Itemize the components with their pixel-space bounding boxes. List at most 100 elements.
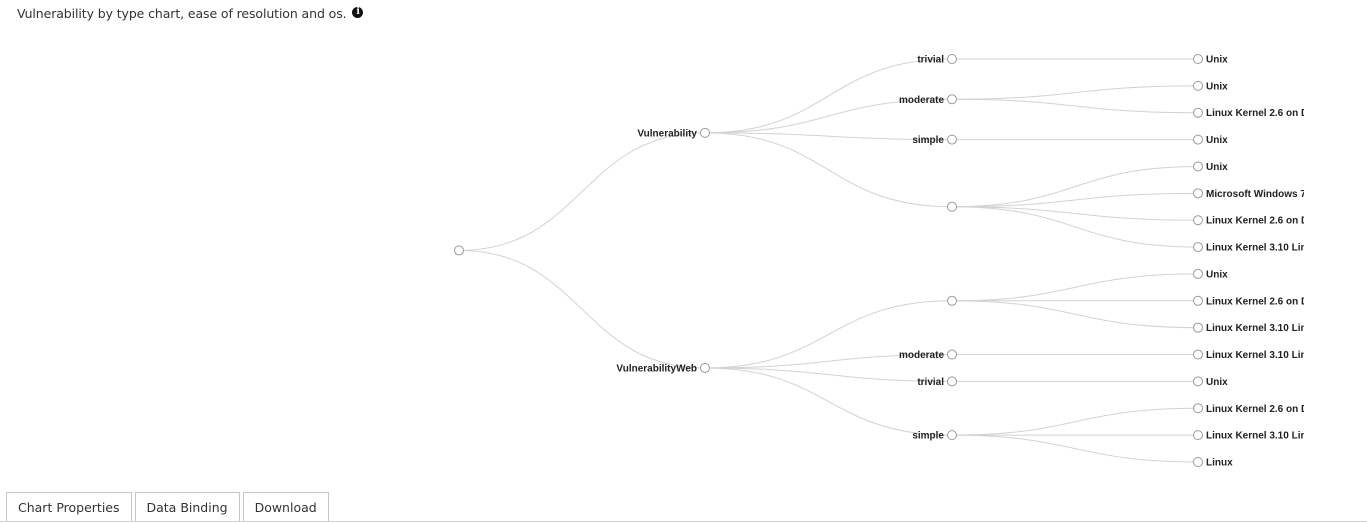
tree-link [704, 98, 953, 134]
chart-title: Vulnerability by type chart, ease of res… [17, 6, 364, 21]
tree-node-label: Linux Kernel 3.10 Lin [1206, 431, 1307, 442]
tree-node-circle[interactable] [1193, 188, 1203, 199]
tree-link [951, 300, 1199, 329]
tree-link [951, 85, 1199, 100]
tree-leaf-node[interactable]: Unix [1193, 80, 1229, 92]
tree-node-circle[interactable] [1193, 376, 1203, 387]
tree-node-circle[interactable] [947, 201, 957, 212]
tree-leaf-node[interactable]: Linux Kernel 2.6 on D [1193, 215, 1309, 227]
tree-node-label: Unix [1206, 269, 1228, 280]
tree-leaf-node[interactable]: Linux [1193, 457, 1234, 469]
tree-node-circle[interactable] [1193, 322, 1203, 333]
bottom-divider [0, 521, 1367, 522]
tree-node-label: Vulnerability [637, 128, 697, 139]
tree-branch-node[interactable]: VulnerabilityWeb [616, 362, 710, 374]
tree-node-label: Unix [1206, 377, 1228, 388]
tree-leaf-node[interactable]: Linux Kernel 2.6 on D [1193, 107, 1309, 119]
tree-node-label: moderate [899, 95, 944, 106]
tree-link [951, 273, 1199, 302]
tree-leaf-node[interactable]: Unix [1193, 268, 1229, 280]
tree-node-label: Linux Kernel 3.10 Lin [1206, 350, 1307, 361]
tree-node-label: Linux [1206, 458, 1233, 469]
tree-node-circle[interactable] [1193, 242, 1203, 253]
tree-branch-node[interactable]: trivial [917, 376, 957, 388]
tree-branch-node[interactable] [947, 201, 957, 212]
tree-leaf-node[interactable]: Linux Kernel 3.10 Lin [1193, 349, 1307, 361]
tree-node-circle[interactable] [947, 295, 957, 306]
tree-root-node[interactable] [454, 245, 464, 256]
tree-node-label: Linux Kernel 2.6 on D [1206, 296, 1308, 307]
tree-node-circle[interactable] [1193, 215, 1203, 226]
tree-node-circle[interactable] [1193, 80, 1203, 91]
tree-node-label: trivial [917, 55, 944, 66]
tree-node-circle[interactable] [947, 349, 957, 360]
tree-node-circle[interactable] [947, 54, 957, 64]
tree-leaf-node[interactable]: Linux Kernel 2.6 on D [1193, 403, 1309, 415]
chart-tabs: Chart Properties Data Binding Download [6, 492, 329, 522]
data-binding-tab[interactable]: Data Binding [134, 492, 240, 522]
tree-leaf-node[interactable]: Unix [1193, 376, 1229, 388]
tree-node-circle[interactable] [1193, 430, 1203, 441]
tree-link [951, 206, 1199, 248]
tree-branch-node[interactable]: simple [912, 134, 957, 146]
tree-node-circle[interactable] [1193, 457, 1203, 467]
tree-leaf-node[interactable]: Linux Kernel 3.10 Lin [1193, 242, 1307, 254]
tree-link [951, 206, 1199, 221]
tree-node-label: Linux Kernel 2.6 on D [1206, 108, 1308, 119]
tree-link [951, 192, 1199, 208]
tree-branch-node[interactable]: moderate [899, 94, 957, 106]
tree-node-label: moderate [899, 350, 944, 361]
tree-node-label: trivial [917, 377, 944, 388]
tree-leaf-node[interactable]: Linux Kernel 2.6 on D [1193, 295, 1309, 307]
tree-leaf-node[interactable]: Unix [1193, 54, 1229, 66]
tree-branch-node[interactable]: trivial [917, 54, 957, 66]
tree-node-label: simple [912, 431, 944, 442]
tree-node-circle[interactable] [1193, 161, 1203, 172]
download-tab[interactable]: Download [242, 492, 329, 522]
tree-leaf-node[interactable]: Linux Kernel 3.10 Lin [1193, 322, 1307, 334]
tree-link [704, 132, 953, 141]
tree-node-label: VulnerabilityWeb [616, 363, 697, 374]
tree-node-label: Linux Kernel 2.6 on D [1206, 216, 1308, 227]
tree-node-circle[interactable] [1193, 403, 1203, 414]
tree-node-label: Unix [1206, 162, 1228, 173]
tree-link [951, 165, 1199, 208]
tree-branch-node[interactable]: moderate [899, 349, 957, 361]
tree-node-label: Linux Kernel 3.10 Lin [1206, 323, 1307, 334]
tree-leaf-node[interactable]: Microsoft Windows 7 [1193, 188, 1307, 200]
tree-node-circle[interactable] [947, 134, 957, 145]
tree-branch-node[interactable] [947, 295, 957, 306]
tree-node-circle[interactable] [1193, 54, 1203, 64]
tree-node-circle[interactable] [1193, 349, 1203, 360]
tree-node-label: Linux Kernel 3.10 Lin [1206, 243, 1307, 254]
tree-link [704, 367, 953, 436]
tree-node-circle[interactable] [1193, 295, 1203, 306]
tree-link [704, 367, 953, 382]
tree-leaf-node[interactable]: Unix [1193, 161, 1229, 173]
tree-links [458, 58, 1199, 463]
tree-branch-node[interactable]: Vulnerability [637, 127, 710, 139]
tree-node-circle[interactable] [1193, 134, 1203, 145]
tree-node-label: Microsoft Windows 7 [1206, 189, 1306, 200]
tree-node-circle[interactable] [947, 430, 957, 441]
tree-node-circle[interactable] [947, 94, 957, 105]
info-circle-icon[interactable]: i [352, 7, 364, 18]
tree-node-circle[interactable] [1193, 268, 1203, 279]
tree-link [704, 300, 953, 369]
tree-link [704, 58, 953, 134]
tree-node-circle[interactable] [700, 362, 710, 373]
tree-branch-node[interactable]: simple [912, 430, 957, 442]
tree-node-circle[interactable] [454, 245, 464, 256]
chart-properties-tab[interactable]: Chart Properties [6, 492, 132, 522]
tree-node-circle[interactable] [947, 376, 957, 387]
tree-leaf-node[interactable]: Unix [1193, 134, 1229, 146]
tree-link [951, 407, 1199, 436]
tree-leaf-node[interactable]: Linux Kernel 3.10 Lin [1193, 430, 1307, 442]
tree-link [704, 354, 953, 369]
tree-node-circle[interactable] [700, 127, 710, 138]
tree-link [951, 98, 1199, 114]
tree-link [951, 434, 1199, 463]
tree-node-circle[interactable] [1193, 107, 1203, 118]
